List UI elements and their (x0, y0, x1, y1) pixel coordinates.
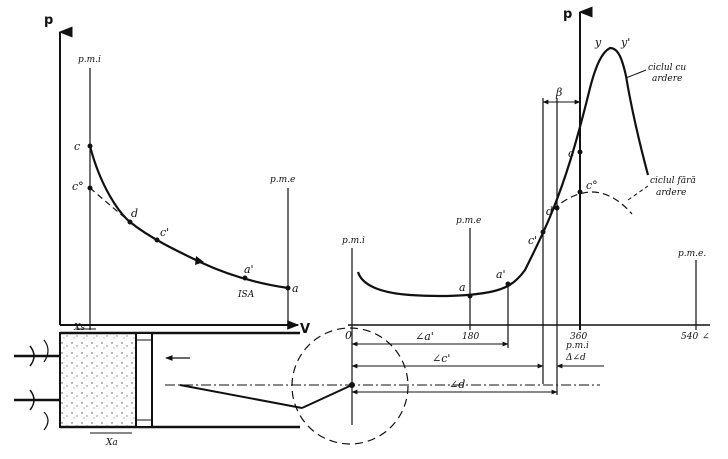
label-alpha-d: ∠d (449, 378, 465, 391)
right-p-alpha-diagram: p p.m.i p.m.e p.m.e. β ∠a' ∠c' ∠d p.m.i … (342, 6, 710, 425)
xa-label: Xa (105, 438, 118, 448)
label-alpha-a-prime: ∠a' (415, 330, 434, 343)
label-pmi-bottom: p.m.i (566, 341, 589, 351)
right-label-a: a (459, 281, 466, 294)
xs-label: Xs (73, 323, 85, 333)
right-pme-label: p.m.e (456, 216, 481, 226)
left-v-axis-label: V (300, 322, 310, 337)
intake-valve-head (29, 345, 35, 367)
left-point-c-prime (154, 237, 160, 243)
piston (135, 332, 153, 428)
left-fired-curve (88, 145, 289, 290)
label-alpha-c-prime: ∠c' (432, 352, 450, 365)
connecting-rod-b (301, 384, 353, 409)
left-point-d (127, 219, 133, 225)
left-point-a-prime (242, 275, 248, 281)
right-label-c0: c° (586, 179, 598, 192)
legend-motored-line1: ciclul fără (650, 175, 696, 186)
legend-motored-line2: ardere (656, 188, 686, 198)
left-label-c-prime: c' (160, 226, 169, 239)
left-label-c0: c° (72, 180, 84, 193)
right-label-d: d (546, 205, 553, 218)
left-label-a: a (292, 282, 299, 295)
right-label-c: c (568, 147, 574, 160)
left-curve-arrow (195, 256, 204, 265)
left-label-isa: ISA (237, 290, 255, 300)
legend-fired-line2: ardere (652, 74, 682, 84)
right-pme2-label: p.m.e. (678, 249, 706, 259)
right-pmi-label: p.m.i (342, 236, 365, 246)
right-point-c0 (577, 189, 583, 195)
tick-180: 180 (462, 332, 479, 342)
left-label-c: c (74, 140, 80, 153)
right-label-y-prime: y' (620, 36, 630, 49)
left-label-d: d (131, 207, 138, 220)
tick-540: 540 (681, 332, 698, 342)
right-point-a (467, 293, 473, 299)
left-label-a-prime: a' (244, 263, 254, 276)
tick-540-alpha: ∠ (702, 332, 710, 342)
right-fired-curve (356, 46, 650, 298)
right-p-axis-label: p (563, 7, 572, 22)
tick-540-group: 540 ∠ (681, 332, 710, 342)
legend-fired-line1: ciclul cu (648, 63, 686, 73)
left-motored-curve (89, 187, 131, 223)
right-point-d (554, 205, 560, 211)
right-motored-curve (552, 191, 633, 215)
left-point-c (87, 143, 93, 149)
right-label-c-prime: c' (528, 234, 537, 247)
connecting-rod-a (179, 384, 303, 409)
exhaust-port-curl (43, 411, 49, 431)
left-p-axis-label: p (44, 13, 53, 28)
right-point-c (577, 149, 583, 155)
beta-label: β (555, 86, 562, 99)
left-point-c0 (87, 185, 93, 191)
left-pme-label: p.m.e (270, 175, 295, 185)
intake-port-curl (43, 339, 49, 363)
right-label-y: y (594, 36, 602, 49)
engine-sketch: Xs Xa (14, 323, 600, 448)
left-pv-diagram: p V p.m.i p.m.e c c° d c' a' a ISA (44, 13, 310, 337)
left-point-a (285, 285, 291, 291)
tick-360: 360 (570, 332, 587, 342)
label-delta-alpha-d: Δ∠d (565, 353, 586, 363)
combustion-chamber (59, 332, 137, 428)
right-point-c-prime (540, 229, 546, 235)
legend-fired-leader (625, 69, 647, 79)
left-pmi-label: p.m.i (78, 55, 101, 65)
exhaust-valve-head (29, 389, 35, 411)
legend-motored-leader (627, 185, 649, 201)
right-label-a-prime: a' (496, 268, 506, 281)
tick-0: 0 (345, 329, 352, 342)
right-point-a-prime (505, 281, 511, 287)
crank-circle (291, 327, 409, 445)
